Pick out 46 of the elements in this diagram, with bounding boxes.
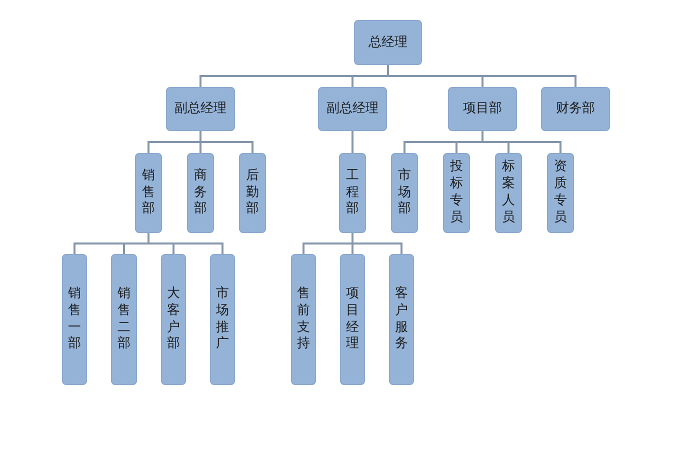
position-title: 销售二部 <box>118 286 130 354</box>
position-title: 销售部 <box>142 168 155 218</box>
position-title: 市场部 <box>398 168 411 218</box>
position-title: 资质专员 <box>554 159 567 227</box>
position-title: 后勤部 <box>246 168 259 218</box>
position-title: 客户服务 <box>395 286 408 354</box>
position-title: 项目部 <box>463 101 502 117</box>
org-chart-box <box>187 153 214 233</box>
org-chart-box <box>135 153 162 233</box>
position-title: 市场推广 <box>216 286 229 354</box>
position-title: 工程部 <box>346 168 359 218</box>
connector-line <box>200 131 254 153</box>
position-title: 销售一部 <box>68 286 81 354</box>
org-chart-box <box>210 254 235 385</box>
position-title: 投标专员 <box>450 159 463 227</box>
org-chart-box <box>239 153 266 233</box>
org-chart-box <box>339 153 366 233</box>
org-chart-box <box>62 254 87 385</box>
position-title: 标案人员 <box>502 159 515 227</box>
position-title: 财务部 <box>556 101 595 117</box>
org-chart-box <box>291 254 316 385</box>
connector-line <box>148 233 224 254</box>
org-chart-box <box>389 254 414 385</box>
connector-line <box>352 233 402 254</box>
org-chart-box <box>391 153 418 233</box>
org-chart-box <box>166 87 235 131</box>
connector-line <box>352 131 354 153</box>
org-chart-box <box>111 254 137 385</box>
position-title: 副总经理 <box>174 101 226 117</box>
org-chart-box <box>541 87 610 131</box>
org-chart-box <box>495 153 522 233</box>
org-chart-box <box>443 153 470 233</box>
org-chart-box <box>448 87 517 131</box>
position-title: 项目经理 <box>346 286 359 354</box>
org-chart-box <box>318 87 387 131</box>
position-title: 大客户部 <box>167 286 180 354</box>
org-chart-box <box>354 20 422 65</box>
position-title: 售前支持 <box>297 286 310 354</box>
position-title: 总经理 <box>368 34 408 50</box>
org-chart-box <box>547 153 574 233</box>
org-chart-box <box>340 254 365 385</box>
position-title: 副总经理 <box>326 101 378 117</box>
connector-line <box>387 65 576 87</box>
position-title: 商务部 <box>194 168 207 218</box>
org-chart-box <box>161 254 186 385</box>
connector-line <box>482 131 562 153</box>
